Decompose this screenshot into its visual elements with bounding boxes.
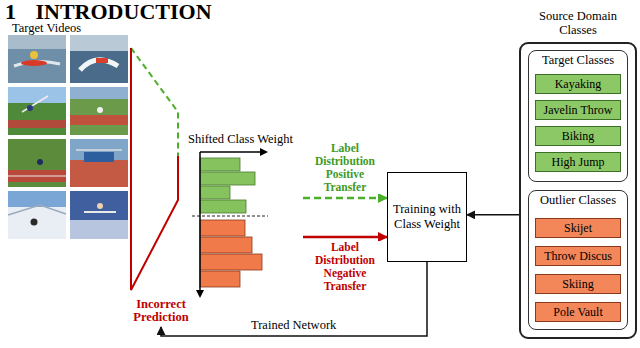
ski-image — [8, 191, 66, 207]
field-image — [97, 107, 103, 113]
gym-image — [70, 220, 128, 239]
section-heading: 1 INTRODUCTION — [5, 1, 212, 23]
class-weight-bars — [200, 200, 246, 213]
class-weight-chart: Shifted Class Weight — [188, 132, 303, 302]
kayak-image — [30, 51, 38, 59]
node-text: Pole Vault — [536, 303, 620, 321]
jump-image — [70, 139, 128, 187]
jetski-image — [70, 35, 128, 83]
class-weight-bars — [200, 151, 262, 153]
network-funnel — [131, 48, 178, 290]
field-image — [70, 87, 128, 135]
gym-image — [70, 191, 128, 239]
kayak-image — [8, 35, 66, 83]
jump-image — [76, 149, 122, 151]
class-weight-bars — [200, 254, 262, 270]
class-weight-bars — [260, 148, 268, 156]
class-box: Biking — [535, 126, 621, 146]
track-image — [8, 139, 66, 187]
node-text: Source Domain Classes — [532, 9, 624, 38]
class-weight-bars — [192, 148, 268, 298]
jump-image — [70, 139, 128, 187]
node-text: Skijet — [536, 219, 620, 237]
node-text: Outlier Classes — [529, 193, 627, 207]
node-text: High Jump — [536, 153, 620, 171]
node-text: Kayaking — [536, 75, 620, 93]
gym-image — [97, 203, 103, 209]
group-box: Target ClassesKayakingJavelin ThrowBikin… — [528, 50, 628, 182]
node-text: Throw Discus — [536, 247, 620, 265]
class-box: Skijet — [535, 218, 621, 238]
edge-label: Label Distribution Positive Transfer — [307, 142, 383, 194]
class-box: Throw Discus — [535, 246, 621, 266]
field-image — [70, 87, 128, 99]
gym-image — [84, 211, 116, 213]
class-box: Skiing — [535, 274, 621, 294]
class-box: High Jump — [535, 152, 621, 172]
class-weight-bars — [200, 172, 255, 185]
group-box: Outlier ClassesSkijetThrow DiscusSkiingP… — [528, 190, 628, 330]
jump-image — [70, 160, 128, 187]
kayak-image — [8, 35, 66, 49]
class-box: Kayaking — [535, 74, 621, 94]
javelin-image — [22, 96, 48, 112]
jetski-image — [70, 35, 128, 83]
class-box: Pole Vault — [535, 302, 621, 322]
video-thumbnails — [8, 35, 128, 239]
process-box: Training with Class Weight — [387, 172, 467, 262]
jump-image — [84, 152, 114, 162]
class-weight-bars — [196, 290, 204, 298]
jetski-image — [96, 58, 108, 63]
javelin-image — [8, 87, 66, 103]
field-image — [70, 115, 128, 125]
network-funnel — [131, 48, 178, 156]
jetski-image — [70, 35, 128, 51]
node-text: Skiing — [536, 275, 620, 293]
ski-image — [8, 191, 66, 239]
ski-image — [8, 191, 66, 239]
edge-label: Label Distribution Negative Transfer — [307, 241, 383, 293]
kayak-image — [21, 60, 47, 66]
node-text: Target Classes — [529, 53, 627, 67]
track-image — [8, 139, 66, 187]
kayak-image — [8, 35, 66, 83]
group-label: Target Videos — [12, 21, 81, 35]
ski-image — [8, 205, 66, 215]
track-image — [37, 159, 43, 165]
gym-image — [70, 191, 128, 239]
edge-label: Trained Network — [250, 318, 337, 332]
class-weight-bars — [200, 237, 252, 253]
node-text: Training with Class Weight — [392, 202, 462, 232]
javelin-image — [27, 105, 33, 111]
class-weight-bars — [199, 152, 201, 292]
track-image — [8, 170, 66, 182]
node-text: Shifted Class Weight — [188, 132, 293, 146]
connector-arrow — [467, 214, 519, 216]
source-panel: Source Domain ClassesTarget ClassesKayak… — [519, 42, 637, 339]
javelin-image — [8, 120, 66, 128]
node-text: Biking — [536, 127, 620, 145]
node-text: Incorrect Prediction — [125, 298, 197, 326]
class-weight-bars — [192, 216, 268, 217]
class-box: Javelin Throw — [535, 100, 621, 120]
connector-arrow — [303, 197, 387, 200]
class-weight-bars — [200, 220, 245, 236]
network-funnel — [131, 48, 178, 290]
connector-arrow — [161, 262, 427, 336]
field-image — [70, 87, 128, 135]
class-weight-bars — [200, 186, 230, 199]
javelin-image — [8, 87, 66, 135]
class-weight-bars — [200, 271, 240, 287]
class-weight-bars — [200, 158, 240, 171]
connector-arrow — [303, 236, 387, 239]
node-text: Javelin Throw — [536, 101, 620, 119]
ski-image — [31, 219, 38, 226]
javelin-image — [8, 87, 66, 135]
network-block: Incorrect Prediction — [125, 44, 197, 327]
track-image — [8, 176, 66, 177]
